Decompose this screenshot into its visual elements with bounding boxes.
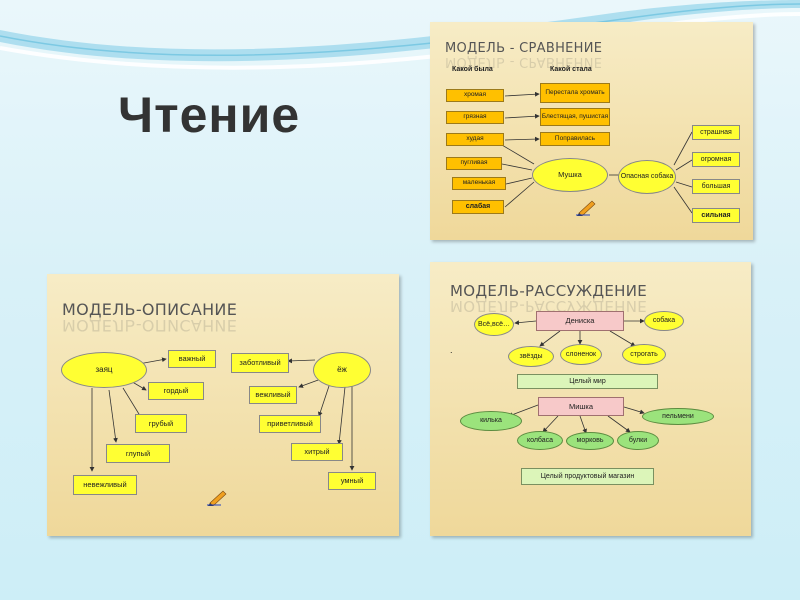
hedgehog-trait-friendly: приветливый xyxy=(259,415,321,433)
hedgehog-trait-polite: вежливый xyxy=(249,386,297,404)
node-mishka: Мишка xyxy=(538,397,624,416)
trait-weak: слабая xyxy=(452,200,504,214)
column-header-was: Какой была xyxy=(452,66,493,73)
oval-sprat: килька xyxy=(460,411,522,431)
trait-dirty: грязная xyxy=(446,111,504,124)
comparison-model-card: МОДЕЛЬ - СРАВНЕНИЕ МОДЕЛЬ - СРАВНЕНИЕ Ка… xyxy=(430,22,753,240)
node-deniska: Дениска xyxy=(536,311,624,331)
oval-carrot: морковь xyxy=(566,432,614,450)
hare-trait-impolite: невежливый xyxy=(73,475,137,495)
hedgehog-trait-cunning: хитрый xyxy=(291,443,343,461)
change-got-better: Поправилась xyxy=(540,132,610,146)
oval-stars: звёзды xyxy=(508,346,554,367)
hedgehog-trait-smart: умный xyxy=(328,472,376,490)
slide-title: Чтение xyxy=(118,87,301,143)
description-title: МОДЕЛЬ-ОПИСАНИЕ xyxy=(62,300,238,319)
oval-sausage: колбаса xyxy=(517,431,563,450)
trait-thin: худая xyxy=(446,133,504,146)
node-whole-world: Целый мир xyxy=(517,374,658,389)
oval-hedgehog: ёж xyxy=(313,352,371,388)
description-connectors xyxy=(89,357,355,472)
reasoning-connectors xyxy=(508,318,645,434)
hare-trait-stupid: глупый xyxy=(106,444,170,463)
oval-planing: строгать xyxy=(622,344,666,365)
change-stopped-limping: Перестала хромать xyxy=(540,83,610,103)
stray-dot: . xyxy=(450,345,453,355)
trait-small: маленькая xyxy=(452,177,506,190)
oval-pelmeni: пельмени xyxy=(642,408,714,425)
pencil-icon xyxy=(207,490,227,506)
trait-fearful: пугливая xyxy=(446,157,502,170)
pencil-icon xyxy=(576,200,596,216)
hedgehog-trait-caring: заботливый xyxy=(231,353,289,373)
oval-baby-elephant: слоненок xyxy=(560,344,602,365)
dog-trait-huge: огромная xyxy=(692,152,740,167)
change-shiny-fluffy: Блестящая, пушистая xyxy=(540,108,610,126)
oval-dog: собака xyxy=(644,311,684,331)
dog-trait-strong: сильная xyxy=(692,208,740,223)
node-whole-grocery-store: Целый продуктовый магазин xyxy=(521,468,654,485)
hare-trait-proud: гордый xyxy=(148,382,204,400)
reasoning-title: МОДЕЛЬ-РАССУЖДЕНИЕ xyxy=(450,282,648,300)
oval-mushka: Мушка xyxy=(532,158,608,192)
dog-trait-big: большая xyxy=(692,179,740,194)
oval-all-all: Всё,всё… xyxy=(474,313,514,336)
column-header-became: Какой стала xyxy=(550,66,592,73)
oval-buns: булки xyxy=(617,431,659,450)
dog-trait-scary: страшная xyxy=(692,125,740,140)
hare-trait-important: важный xyxy=(168,350,216,368)
trait-lame: хромая xyxy=(446,89,504,102)
oval-dangerous-dog: Опасная собака xyxy=(618,160,676,194)
comparison-title: МОДЕЛЬ - СРАВНЕНИЕ xyxy=(445,41,603,56)
reasoning-model-card: МОДЕЛЬ-РАССУЖДЕНИЕ МОДЕЛЬ-РАССУЖДЕНИЕ . … xyxy=(430,262,751,536)
oval-hare: заяц xyxy=(61,352,147,388)
hare-trait-rude: грубый xyxy=(135,414,187,433)
description-model-card: МОДЕЛЬ-ОПИСАНИЕ МОДЕЛЬ-ОПИСАНИЕ заяц ёж … xyxy=(47,274,399,536)
description-title-reflection: МОДЕЛЬ-ОПИСАНИЕ xyxy=(62,316,238,335)
